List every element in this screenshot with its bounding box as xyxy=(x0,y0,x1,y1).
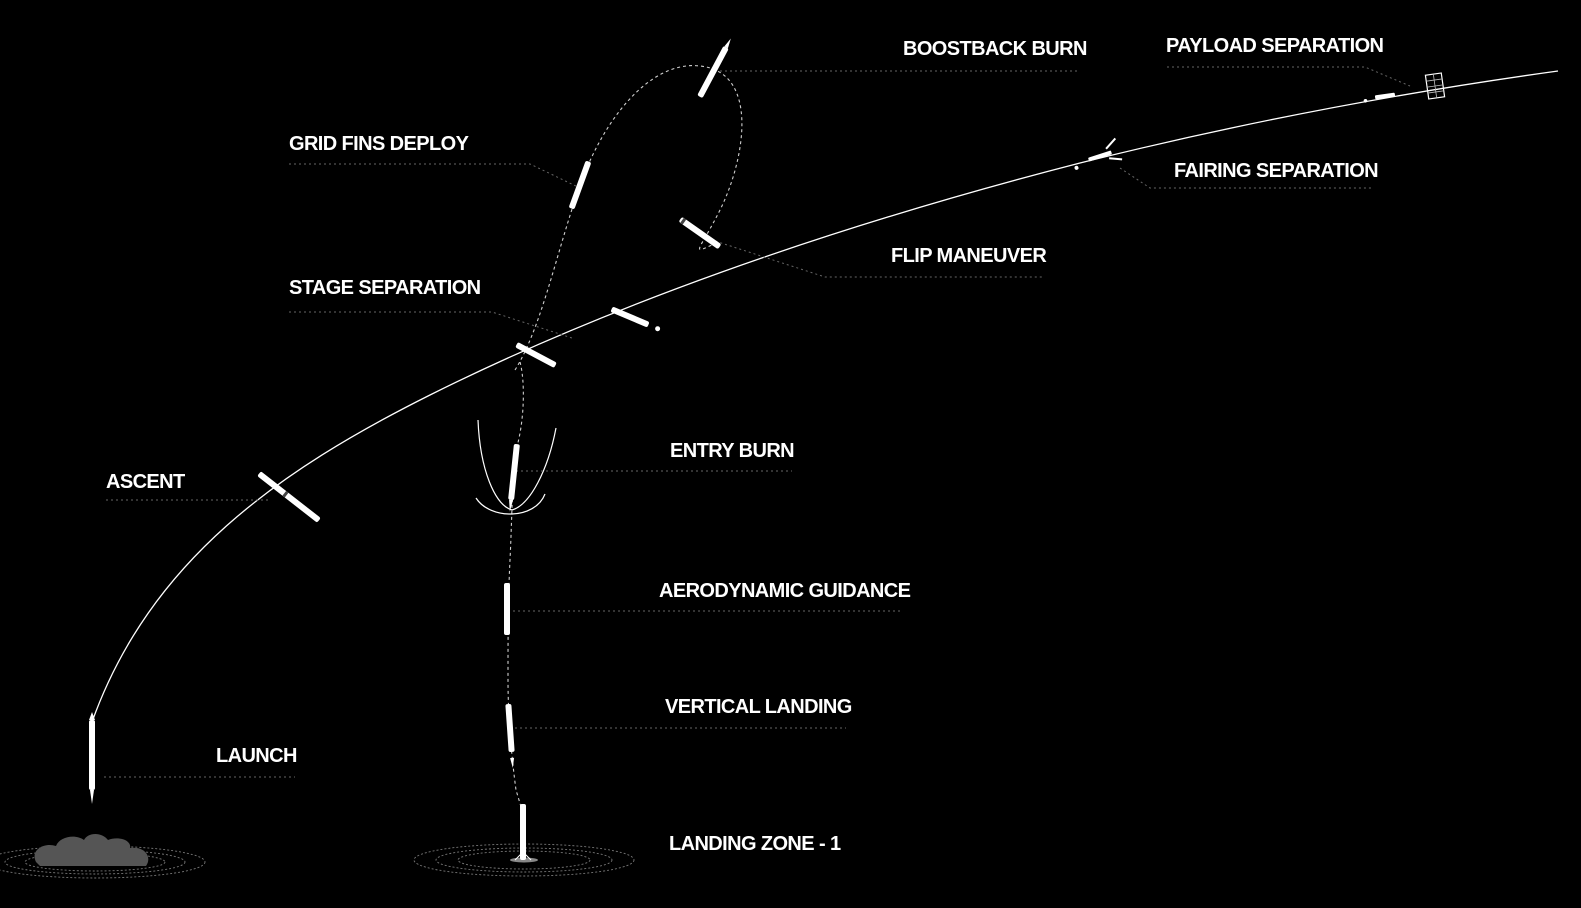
label-vertical-landing: VERTICAL LANDING xyxy=(665,696,852,718)
boostback-return-path xyxy=(514,65,743,371)
launch-smoke-cloud xyxy=(34,834,149,866)
rocket-boostback xyxy=(697,38,731,98)
fairing-separation-graphic xyxy=(1074,137,1123,170)
label-payload-separation: PAYLOAD SEPARATION xyxy=(1166,35,1384,57)
rocket-stage-separation xyxy=(515,342,557,368)
label-boostback-burn: BOOSTBACK BURN xyxy=(903,38,1087,60)
label-entry-burn: ENTRY BURN xyxy=(670,440,795,462)
label-grid-fins-deploy: GRID FINS DEPLOY xyxy=(289,133,469,155)
rocket-landed xyxy=(514,804,532,861)
second-stage xyxy=(611,307,661,332)
rocket-aerodynamic-guidance xyxy=(504,583,510,635)
rocket-vertical-landing xyxy=(505,703,515,768)
label-launch: LAUNCH xyxy=(216,745,297,767)
payload-satellite xyxy=(1424,72,1446,100)
label-landing-zone: LANDING ZONE - 1 xyxy=(669,833,841,855)
label-fairing-separation: FAIRING SEPARATION xyxy=(1174,160,1379,182)
rocket-launch xyxy=(89,712,95,804)
label-ascent: ASCENT xyxy=(106,471,185,493)
entry-burn-plume xyxy=(475,419,557,515)
descent-return-path xyxy=(507,361,524,811)
launch-pad xyxy=(0,834,206,879)
rocket-flip xyxy=(679,217,721,249)
ascent-trajectory xyxy=(91,70,1559,723)
label-aerodynamic-guidance: AERODYNAMIC GUIDANCE xyxy=(659,580,911,602)
leader-lines xyxy=(104,66,1411,778)
rocket-entry-burn xyxy=(508,444,520,512)
label-flip-maneuver: FLIP MANEUVER xyxy=(891,245,1047,267)
second-stage-after-payload xyxy=(1363,92,1396,103)
label-stage-separation: STAGE SEPARATION xyxy=(289,277,481,299)
rocket-ascent xyxy=(258,472,320,522)
rocket-grid-fins xyxy=(569,161,591,209)
